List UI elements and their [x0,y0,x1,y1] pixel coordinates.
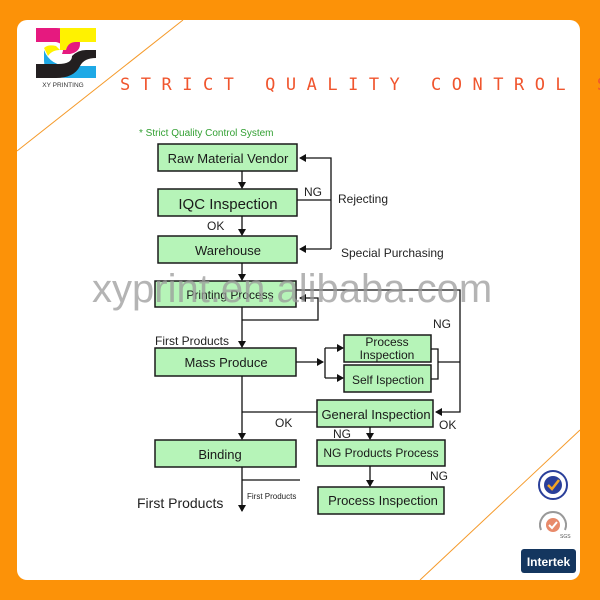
label-ng-right: NG [433,317,451,331]
label-first-products-small: First Products [247,492,296,501]
box-process-inspection: Process Inspection [343,334,432,363]
arrow-printing-loop [242,294,319,321]
label-special-purchasing: Special Purchasing [341,246,444,260]
box-self-inspection: Self Ispection [343,364,432,393]
content-panel [17,20,580,580]
label-rejecting: Rejecting [338,192,388,206]
arrow-rejecting [299,154,332,249]
label-ng-products: NG [430,469,448,483]
label-first-products-bottom: First Products [137,495,223,511]
label-ok-left: OK [275,416,292,430]
quality-seal-icon [538,470,568,500]
svg-text:Binding: Binding [198,447,241,462]
label-ok-iqc: OK [207,219,224,233]
intertek-logo: Intertek [521,549,576,573]
label-ng-iqc: NG [304,185,322,199]
svg-text:Printing Process: Printing Process [186,288,273,302]
svg-text:Intertek: Intertek [527,555,571,569]
watermark-text: xyprint.en.alibaba.com [92,267,492,311]
decor-diagonal-bottom [419,429,581,581]
svg-text:Inspection: Inspection [360,348,415,362]
svg-text:Self Ispection: Self Ispection [352,373,424,387]
decor-diagonal-top [16,19,184,152]
box-general-inspection: General Inspection [316,399,434,428]
svg-text:Mass Produce: Mass Produce [184,355,267,370]
line-inspection-merge [431,348,439,380]
svg-text:Raw Material Vendor: Raw Material Vendor [168,151,289,166]
box-raw-material-vendor: Raw Material Vendor [157,143,298,172]
svg-text:Process: Process [365,335,408,349]
diagram-subtitle: * Strict Quality Control System [139,128,273,139]
svg-text:IQC Inspection: IQC Inspection [178,196,277,213]
box-warehouse: Warehouse [157,235,298,264]
box-printing-process: Printing Process [154,280,297,308]
sgs-icon: SGS [539,511,571,540]
label-ok-right: OK [439,418,456,432]
box-iqc-inspection: IQC Inspection [157,188,298,217]
box-ng-products-process: NG Products Process [316,439,446,467]
svg-text:NG Products Process: NG Products Process [323,446,438,460]
page-title: STRICT QUALITY CONTROL SYSTEM [120,75,600,95]
label-first-products-top: First Products [155,334,229,348]
svg-text:General Inspection: General Inspection [321,407,430,422]
xy-printing-logo: XY PRINTING [36,28,96,89]
logo-text: XY PRINTING [42,82,83,89]
arrow-ng-to-general [296,289,461,416]
svg-text:Process Inspection: Process Inspection [328,493,438,508]
label-ng-general: NG [333,427,351,441]
box-binding: Binding [154,439,297,468]
box-mass-produce: Mass Produce [154,347,297,377]
svg-text:SGS: SGS [560,534,571,540]
box-process-inspection-final: Process Inspection [317,486,445,515]
svg-text:Warehouse: Warehouse [195,243,261,258]
connectors [238,154,461,512]
